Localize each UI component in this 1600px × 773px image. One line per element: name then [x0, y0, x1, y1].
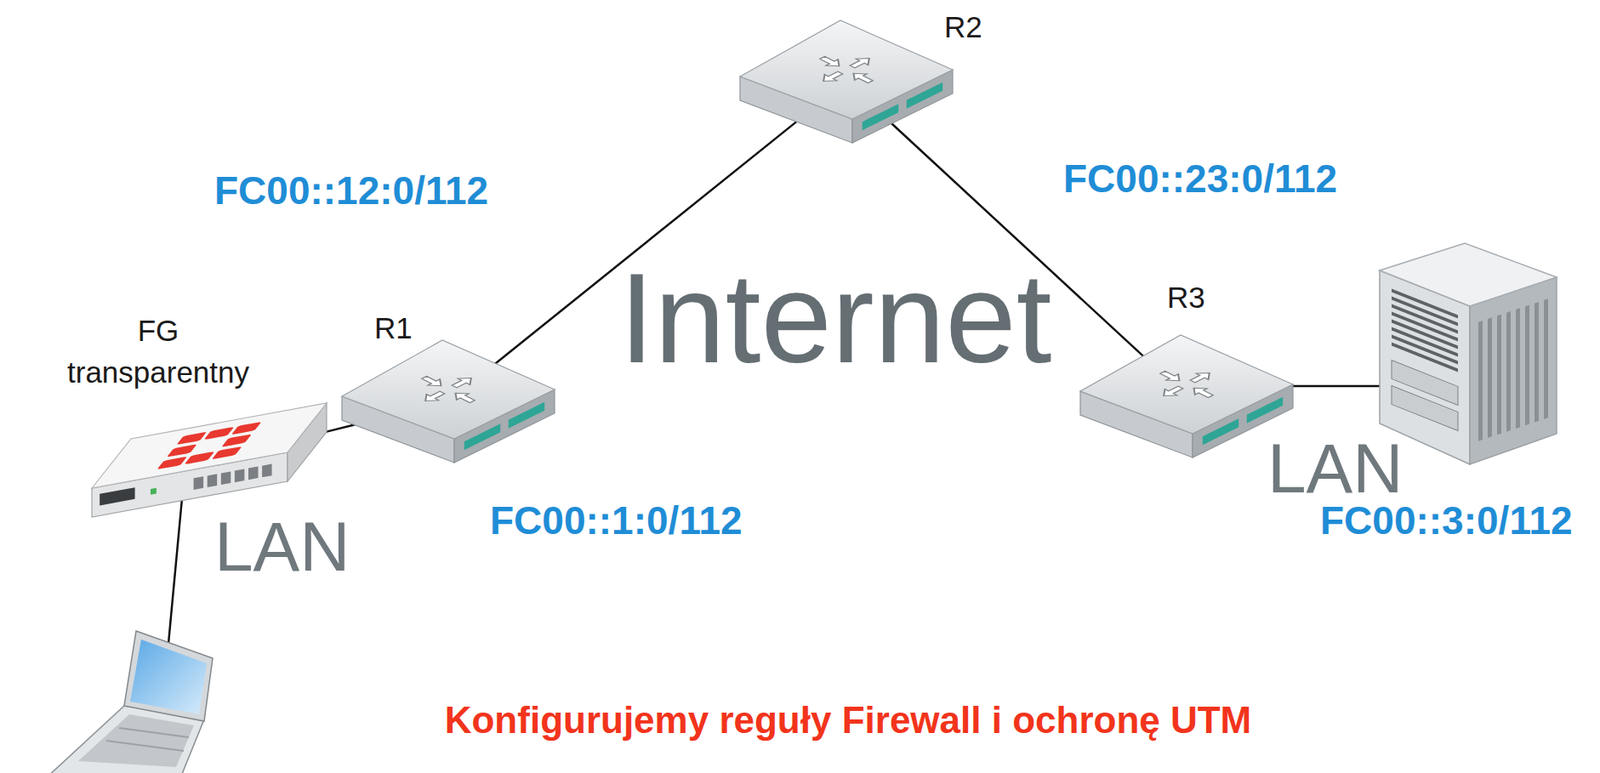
- port-stripe: [1202, 418, 1239, 445]
- label-slot: FC00::3:0/112: [1320, 501, 1573, 541]
- router-arrow: [418, 374, 448, 389]
- server-vents: [1478, 298, 1549, 441]
- key-row: [119, 728, 189, 738]
- key-row: [106, 740, 184, 752]
- router-icon-shape: [341, 336, 555, 465]
- logo-block: [176, 432, 207, 445]
- vent: [1534, 301, 1539, 423]
- router-arrows: [1156, 369, 1218, 399]
- zone-label: LAN: [1267, 433, 1404, 504]
- router-arrow: [1187, 385, 1217, 400]
- router-arrow: [1186, 370, 1216, 385]
- router-icon: R3: [1080, 331, 1293, 460]
- cloud-swirl: [697, 141, 945, 200]
- router-icon: R2: [740, 17, 953, 145]
- server-side: [1469, 277, 1557, 465]
- vent: [1478, 320, 1483, 442]
- port-stripe: [906, 82, 943, 109]
- router-top: [740, 20, 953, 120]
- router-name: R1: [374, 313, 413, 343]
- server-slots: [1391, 289, 1458, 432]
- server-icon: [1379, 243, 1557, 465]
- laptop-screen: [130, 639, 207, 715]
- subnet-label: FC00::23:0/112: [1063, 159, 1338, 199]
- device-panel: [99, 462, 272, 507]
- vent: [1515, 307, 1521, 429]
- network-port: [234, 468, 245, 483]
- router-arrow: [1156, 369, 1186, 384]
- network-port: [248, 466, 259, 481]
- vent: [1506, 311, 1511, 433]
- router-icon-shape: [740, 17, 953, 145]
- logo-block: [184, 451, 216, 465]
- network-port: [261, 464, 273, 479]
- subnet-label: FC00::1:0/112: [489, 501, 743, 541]
- label-slot: FC00::1:0/112: [489, 501, 743, 541]
- laptop-keyboard: [78, 714, 194, 768]
- router-name: R3: [1167, 282, 1206, 313]
- logo-block: [166, 444, 198, 457]
- fortinet-logo: [156, 421, 262, 470]
- vent: [1487, 317, 1492, 439]
- vent: [1543, 298, 1549, 420]
- device-label: FG transparentny: [67, 309, 250, 393]
- router-arrow: [1157, 384, 1187, 399]
- cloud-puff: [882, 423, 1077, 618]
- internet-cloud: Internet: [501, 72, 1140, 638]
- network-port: [221, 471, 232, 485]
- zone-label: LAN: [214, 512, 351, 582]
- network-link: [326, 425, 355, 433]
- caption-slot: Konfigurujemy reguły Firewall i ochronę …: [444, 701, 1253, 740]
- router-top: [1080, 335, 1293, 434]
- laptop-icon: [45, 631, 213, 773]
- logo-block: [204, 427, 235, 440]
- router-arrow: [847, 70, 877, 86]
- router-icon-shape: [1080, 331, 1293, 460]
- lan-cable: [1286, 385, 1385, 388]
- zone-shape: [1153, 285, 1542, 633]
- network-port: [193, 476, 205, 490]
- router-name: R2: [944, 11, 983, 42]
- vent: [1497, 314, 1502, 436]
- network-port: [207, 473, 218, 488]
- port-stripe: [1246, 397, 1283, 424]
- laptop-lid: [124, 631, 213, 722]
- cloud-label: Internet: [619, 254, 1053, 382]
- cloud-puff: [734, 469, 899, 633]
- logo-block: [221, 433, 252, 447]
- label-slot: FC00::23:0/112: [1063, 159, 1338, 199]
- router-arrow: [419, 389, 449, 405]
- logo-block: [156, 456, 188, 470]
- router-icon: R1: [341, 336, 555, 465]
- logo-block: [211, 446, 243, 460]
- zone-shape: [102, 381, 460, 705]
- router-arrow: [816, 54, 846, 69]
- router-arrows: [816, 54, 877, 85]
- vent: [1525, 305, 1530, 427]
- status-led: [150, 488, 157, 496]
- subnet-label: FC00::12:0/112: [214, 170, 489, 211]
- label-slot: FC00::12:0/112: [214, 170, 489, 211]
- lan-zone: LAN: [1153, 285, 1542, 633]
- router-arrow: [449, 390, 479, 405]
- port-stripe: [508, 402, 545, 429]
- router-arrow: [817, 69, 847, 85]
- router-arrows: [418, 374, 479, 405]
- port-stripe: [862, 103, 899, 131]
- router-top: [341, 340, 555, 439]
- logo-block: [231, 421, 262, 435]
- caption-text: Konfigurujemy reguły Firewall i ochronę …: [444, 701, 1253, 740]
- drive-bay: [1391, 386, 1458, 432]
- router-arrow: [846, 55, 876, 70]
- brand-badge: [99, 487, 135, 506]
- device-top: [91, 403, 327, 489]
- router-arrow: [448, 375, 478, 390]
- subnet-label: FC00::3:0/112: [1320, 501, 1573, 541]
- port-stripe: [464, 423, 501, 450]
- lan-cable: [168, 498, 183, 644]
- cloud-body: [510, 76, 1134, 633]
